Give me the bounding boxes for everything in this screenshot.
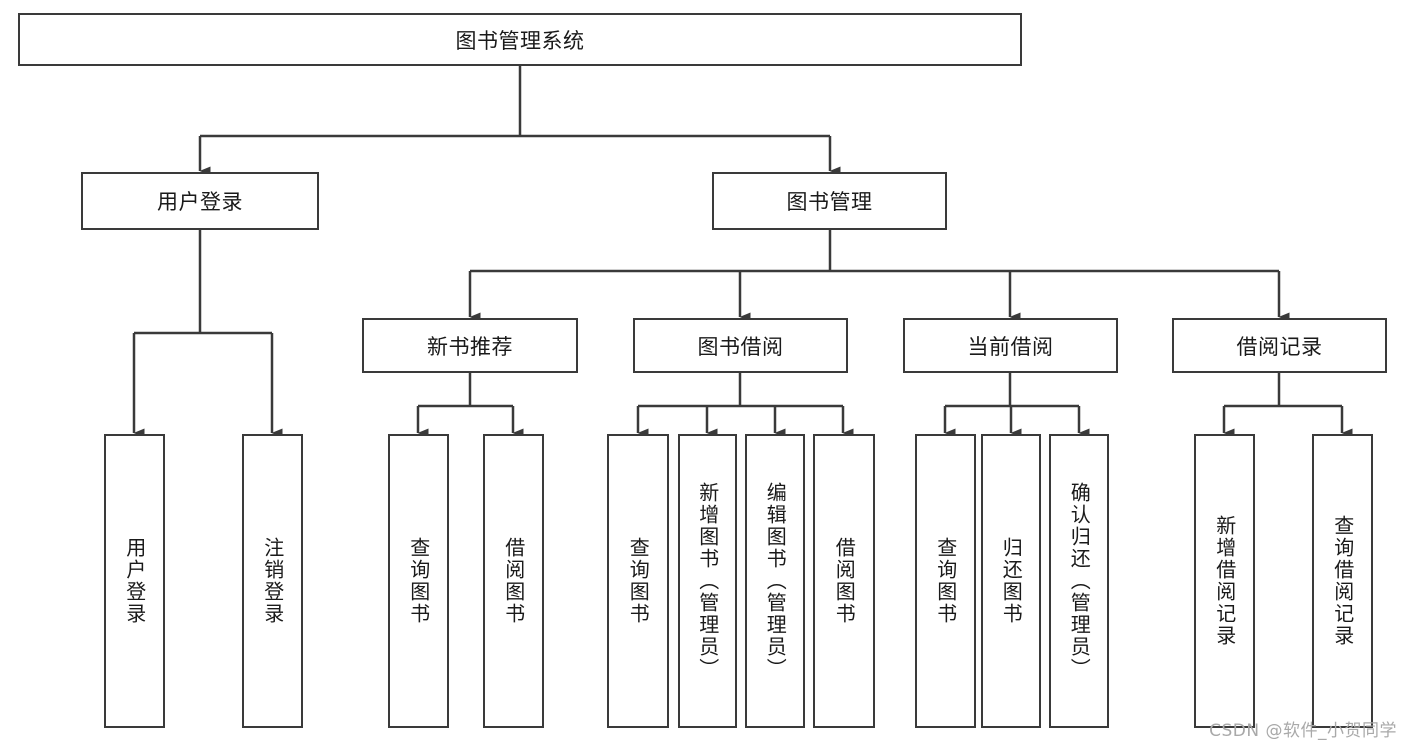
node-leaf-return-book[interactable]: 归还图书 xyxy=(981,434,1041,728)
connector-paths xyxy=(132,66,1353,438)
node-label: 新增借阅记录 xyxy=(1212,515,1237,647)
node-label: 查询图书 xyxy=(406,537,431,625)
node-leaf-add-book[interactable]: 新增图书（管理员） xyxy=(678,434,737,728)
node-label: 新增图书（管理员） xyxy=(695,482,720,680)
node-leaf-user-login[interactable]: 用户登录 xyxy=(104,434,165,728)
node-label: 查询借阅记录 xyxy=(1330,515,1355,647)
node-label: 借阅图书 xyxy=(832,537,857,625)
node-label: 确认归还（管理员） xyxy=(1067,482,1092,680)
node-leaf-query-book-borrow[interactable]: 查询图书 xyxy=(607,434,669,728)
node-root[interactable]: 图书管理系统 xyxy=(18,13,1022,66)
node-book-borrow[interactable]: 图书借阅 xyxy=(633,318,848,373)
node-label: 当前借阅 xyxy=(967,334,1054,359)
node-leaf-confirm-return[interactable]: 确认归还（管理员） xyxy=(1049,434,1109,728)
node-user-login[interactable]: 用户登录 xyxy=(81,172,319,230)
node-leaf-query-book-current[interactable]: 查询图书 xyxy=(915,434,976,728)
node-leaf-query-borrow-record[interactable]: 查询借阅记录 xyxy=(1312,434,1373,728)
node-leaf-borrow-book[interactable]: 借阅图书 xyxy=(813,434,875,728)
node-label: 用户登录 xyxy=(122,537,147,625)
node-label: 归还图书 xyxy=(999,537,1024,625)
node-label: 编辑图书（管理员） xyxy=(763,482,788,680)
node-label: 借阅记录 xyxy=(1236,334,1323,359)
node-leaf-query-book-recommend[interactable]: 查询图书 xyxy=(388,434,449,728)
node-label: 图书管理 xyxy=(786,190,873,214)
node-label: 借阅图书 xyxy=(501,537,526,625)
node-leaf-edit-book[interactable]: 编辑图书（管理员） xyxy=(745,434,805,728)
node-current-borrow[interactable]: 当前借阅 xyxy=(903,318,1118,373)
node-label: 图书借阅 xyxy=(697,334,784,359)
node-label: 新书推荐 xyxy=(427,334,513,359)
node-leaf-user-logout[interactable]: 注销登录 xyxy=(242,434,303,728)
node-label: 查询图书 xyxy=(626,537,651,625)
node-book-management[interactable]: 图书管理 xyxy=(712,172,947,230)
node-label: 注销登录 xyxy=(260,537,285,625)
node-leaf-add-borrow-record[interactable]: 新增借阅记录 xyxy=(1194,434,1255,728)
node-label: 查询图书 xyxy=(933,537,958,625)
node-label: 用户登录 xyxy=(157,190,243,214)
node-borrow-record[interactable]: 借阅记录 xyxy=(1172,318,1387,373)
node-label: 图书管理系统 xyxy=(455,28,585,53)
node-leaf-borrow-book-recommend[interactable]: 借阅图书 xyxy=(483,434,544,728)
node-new-book-recommend[interactable]: 新书推荐 xyxy=(362,318,578,373)
